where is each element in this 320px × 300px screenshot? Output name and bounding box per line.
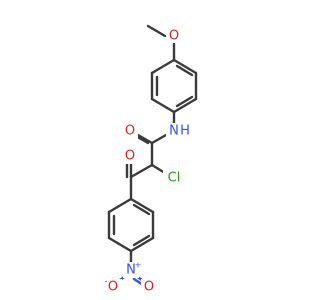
ketone-oxygen-label: O bbox=[125, 149, 135, 164]
atom-chlorine: Cl bbox=[163, 170, 185, 186]
methoxy-oxygen-label: O bbox=[169, 29, 179, 44]
nitrophenyl-ring bbox=[107, 197, 155, 253]
atom-nitro-oxygen-double: O bbox=[141, 279, 157, 295]
molecule-structure: O N H O Cl O N + O - O bbox=[105, 24, 198, 295]
nitro-nitrogen-charge: + bbox=[135, 261, 142, 270]
ketone-group bbox=[125, 160, 133, 201]
chlorine-label: Cl bbox=[168, 171, 181, 186]
atom-amide-oxygen: O bbox=[122, 123, 138, 139]
nitro-oxygen-double-label: O bbox=[144, 280, 154, 295]
methoxyphenyl-ring bbox=[150, 58, 198, 114]
nitro-oxygen-minus-label: O bbox=[108, 280, 118, 295]
methoxy-group bbox=[146, 24, 176, 62]
nitro-oxygen-charge: - bbox=[105, 277, 108, 286]
amide-group bbox=[132, 133, 168, 167]
atom-ketone-oxygen: O bbox=[122, 148, 138, 164]
chloro-carbon bbox=[129, 163, 167, 179]
atom-amide-nitrogen: N H bbox=[166, 123, 192, 139]
nitro-nitrogen-label: N bbox=[126, 263, 136, 278]
atom-nitro-nitrogen: N + bbox=[123, 261, 142, 278]
amide-nitrogen-label: N bbox=[169, 124, 179, 139]
atom-nitro-oxygen-minus: O - bbox=[105, 277, 122, 295]
amide-hydrogen-label: H bbox=[180, 124, 190, 139]
atom-methoxy-oxygen: O bbox=[166, 27, 182, 44]
amide-oxygen-label: O bbox=[125, 124, 135, 139]
